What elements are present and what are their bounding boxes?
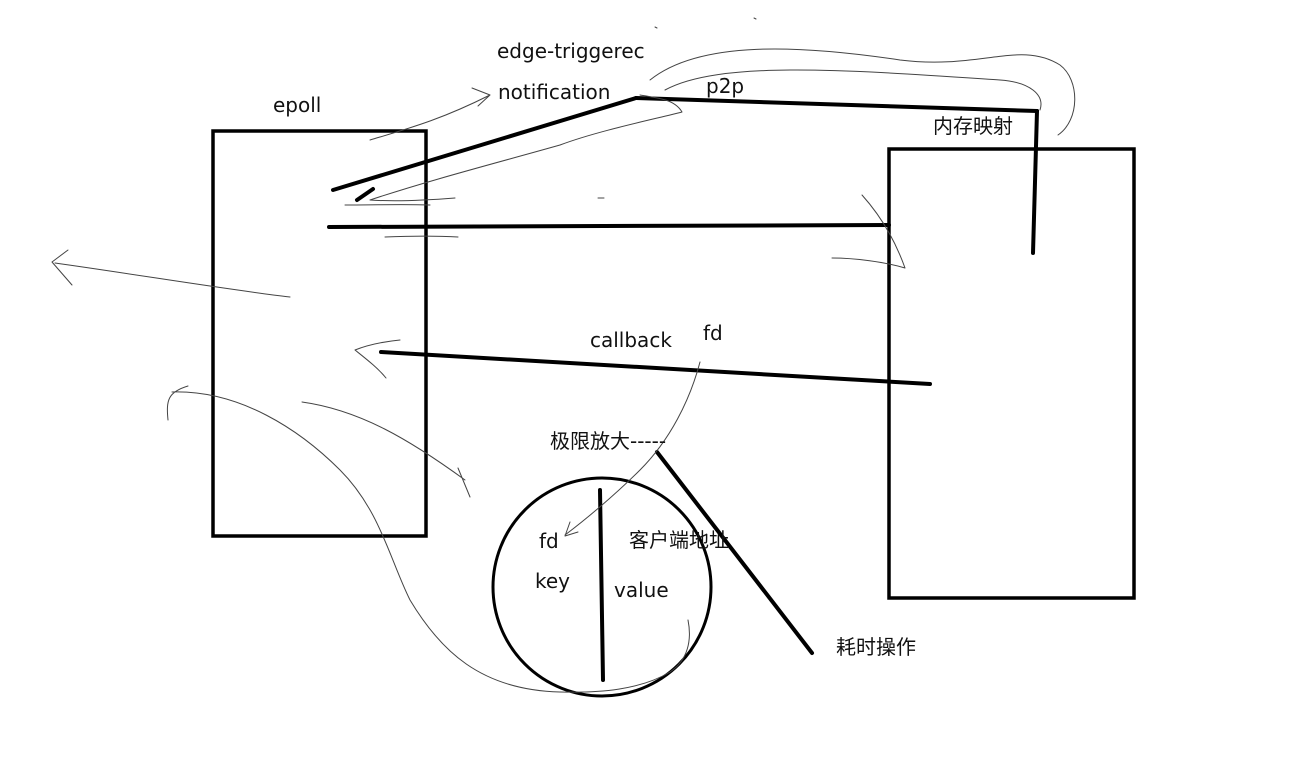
callback-line bbox=[379, 350, 932, 386]
left-arrow bbox=[51, 249, 291, 298]
top-right-swoop bbox=[649, 48, 1076, 136]
label-key: key bbox=[535, 569, 570, 593]
fd-curve bbox=[564, 361, 701, 537]
right-box-hook bbox=[831, 194, 906, 269]
top-right-swoop-2 bbox=[664, 69, 1042, 111]
label-fd-circle: fd bbox=[539, 529, 559, 553]
time-consuming-line bbox=[655, 450, 814, 655]
big-swoop-around-epoll bbox=[166, 385, 690, 693]
p2p-line bbox=[634, 96, 1039, 113]
label-client-address: 客户端地址 bbox=[629, 528, 729, 552]
right-box bbox=[887, 147, 1136, 600]
memory-map-line bbox=[1031, 109, 1039, 255]
notification-scribble bbox=[369, 94, 683, 202]
epoll-inner-arrow bbox=[301, 401, 471, 498]
stray-dot-2 bbox=[753, 17, 757, 20]
zoom-circle bbox=[491, 476, 713, 698]
middle-connector-line bbox=[327, 223, 891, 229]
label-time-consuming: 耗时操作 bbox=[836, 635, 916, 659]
label-callback: callback bbox=[590, 328, 672, 352]
short-tick-line bbox=[355, 187, 375, 202]
circle-divider bbox=[598, 488, 605, 682]
arrow-to-notification bbox=[369, 87, 491, 141]
stray-dot-1 bbox=[654, 26, 658, 29]
label-memory-map: 内存映射 bbox=[933, 114, 1013, 138]
label-p2p: p2p bbox=[706, 74, 744, 98]
callback-arrow bbox=[354, 339, 401, 379]
label-edge-triggered: edge-triggerec bbox=[497, 39, 645, 63]
notification-line bbox=[331, 96, 638, 192]
label-zoom: 极限放大----- bbox=[550, 429, 666, 453]
scribble-under-lines bbox=[344, 204, 459, 238]
label-epoll: epoll bbox=[273, 93, 321, 117]
label-value: value bbox=[614, 578, 669, 602]
label-notification: notification bbox=[498, 80, 610, 104]
epoll-box bbox=[211, 129, 428, 538]
label-fd-top: fd bbox=[703, 321, 723, 345]
